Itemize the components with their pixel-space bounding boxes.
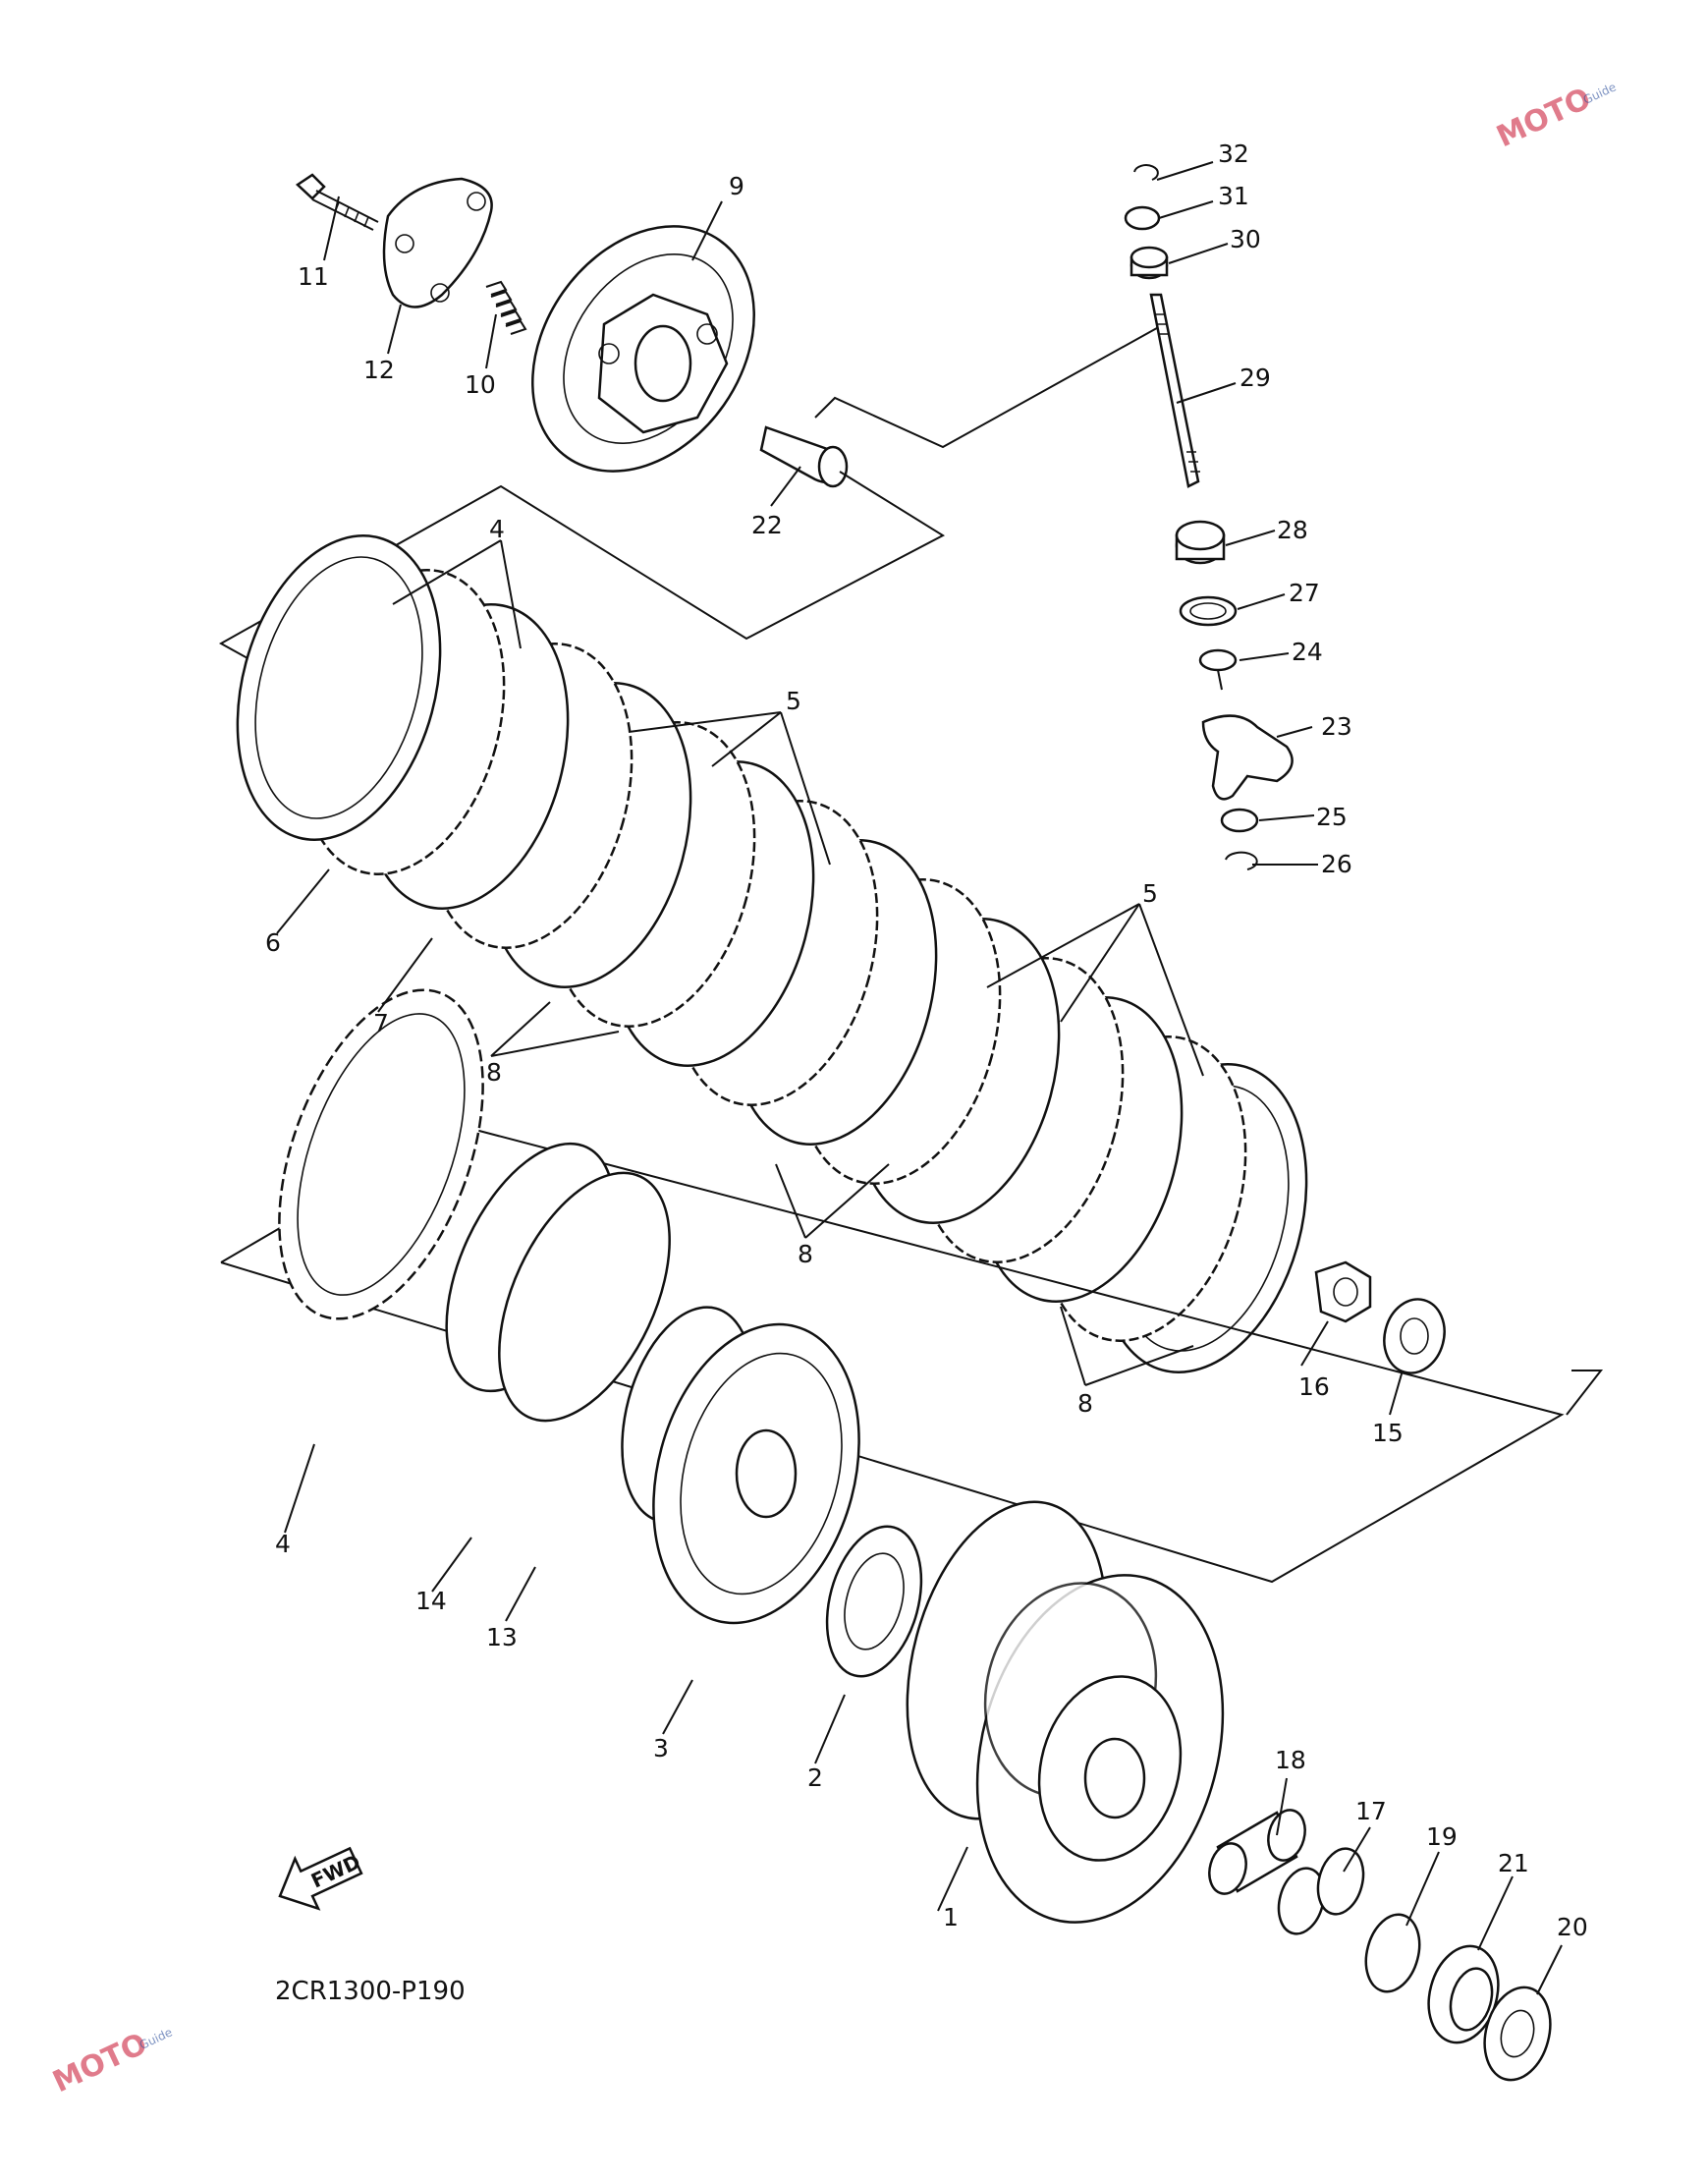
seal-ring-part [1179, 595, 1238, 627]
callout-5-top: 5 [786, 687, 801, 715]
callout-23: 23 [1321, 712, 1352, 741]
callout-12: 12 [363, 356, 395, 384]
push-lever-shaft-part [1149, 293, 1200, 488]
bolt-plate-part [382, 177, 493, 308]
watermark-sub: Guide [138, 2025, 175, 2052]
callout-28: 28 [1277, 516, 1308, 544]
callout-16: 16 [1298, 1372, 1330, 1401]
callout-1: 1 [943, 1903, 959, 1931]
callout-10: 10 [465, 370, 496, 399]
clutch-housing-part [906, 1500, 1225, 1924]
push-rod-part [759, 425, 849, 488]
lever-circlip-part [1225, 851, 1258, 870]
callout-3: 3 [653, 1734, 669, 1762]
callout-32: 32 [1218, 140, 1249, 168]
spring-part [485, 280, 527, 335]
callout-24: 24 [1292, 638, 1323, 666]
diagram-code: 2CR1300-P190 [275, 1977, 466, 2006]
callout-21: 21 [1498, 1849, 1529, 1877]
spring-ring-part [498, 1171, 671, 1423]
pressure-plate-group [218, 173, 1165, 669]
thrust-washer-part [825, 1525, 923, 1678]
callout-19: 19 [1426, 1822, 1458, 1851]
lock-washer-part [1383, 1298, 1446, 1374]
oil-seal-part [1129, 246, 1169, 280]
washer-end-part [1483, 1986, 1552, 2082]
friction-plate-part [278, 988, 484, 1320]
callout-labels: 1 2 3 4 4 5 5 6 7 8 8 8 9 10 11 12 13 14… [265, 140, 1588, 1941]
watermark-top: MOTO Guide [1492, 80, 1619, 155]
circlip-part [1133, 164, 1159, 181]
lever-washer-part [1220, 808, 1259, 833]
callout-31: 31 [1218, 182, 1249, 210]
callout-8-c: 8 [1077, 1389, 1093, 1418]
bearing-part [1175, 520, 1226, 565]
callout-8-b: 8 [798, 1240, 813, 1268]
callout-30: 30 [1230, 225, 1261, 253]
torsion-spring-part [1198, 648, 1238, 691]
callout-26: 26 [1321, 850, 1352, 878]
callout-15: 15 [1372, 1419, 1404, 1447]
callout-4-lower: 4 [275, 1530, 291, 1558]
callout-17: 17 [1355, 1797, 1387, 1825]
callout-18: 18 [1275, 1746, 1306, 1774]
callout-5-mid: 5 [1142, 879, 1158, 908]
callout-8-a: 8 [486, 1058, 502, 1087]
release-mechanism-group [1124, 164, 1294, 870]
callout-13: 13 [486, 1623, 518, 1651]
callout-2: 2 [807, 1763, 823, 1792]
washer-part [1124, 205, 1161, 231]
watermark-text: MOTO [48, 2027, 153, 2100]
o-ring-part [1364, 1913, 1421, 1993]
callout-9: 9 [729, 172, 744, 200]
clutch-plate-stack [220, 534, 1565, 1584]
watermark-text: MOTO [1492, 82, 1597, 155]
leader-lines [276, 161, 1604, 1995]
callout-29: 29 [1240, 364, 1271, 392]
clutch-boss-part [621, 1306, 860, 1625]
pressure-plate-part [531, 225, 755, 473]
callout-14: 14 [415, 1587, 447, 1615]
watermark-sub: Guide [1581, 80, 1619, 107]
callout-11: 11 [298, 262, 329, 291]
callout-22: 22 [751, 511, 783, 539]
callout-20: 20 [1557, 1913, 1588, 1941]
nut-part [1314, 1260, 1372, 1323]
lower-assembly-group [278, 988, 1552, 2082]
needle-bearing-part [1277, 1847, 1365, 1935]
callout-25: 25 [1316, 803, 1348, 831]
callout-27: 27 [1289, 579, 1320, 607]
callout-4-top: 4 [489, 515, 505, 543]
push-lever-part [1201, 714, 1294, 801]
fwd-arrow-icon: FWD [278, 1846, 364, 1911]
callout-7: 7 [373, 1009, 389, 1037]
callout-6: 6 [265, 928, 281, 957]
watermark-bottom: MOTO Guide [48, 2025, 175, 2100]
